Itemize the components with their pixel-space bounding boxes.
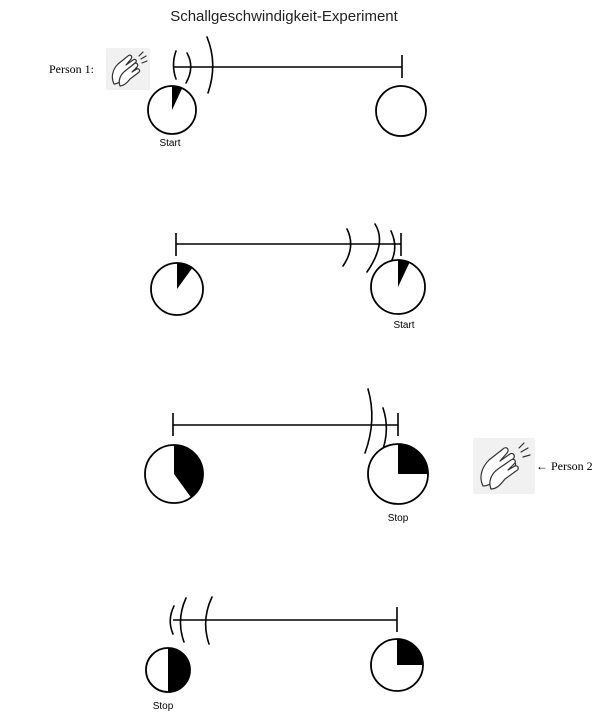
sound-wave <box>204 596 213 645</box>
stopwatch-right <box>367 443 429 505</box>
elapsed-sector <box>172 85 183 110</box>
stopwatch-right <box>370 259 426 315</box>
elapsed-sector <box>398 444 428 474</box>
sound-wave <box>364 388 373 454</box>
panel-1: Start <box>147 36 427 149</box>
sound-wave <box>366 223 381 273</box>
sound-wave <box>172 50 177 80</box>
person-1-label: Person 1: <box>49 62 94 76</box>
stopwatch-left <box>145 647 191 693</box>
panel-3: Stop <box>144 388 429 524</box>
clock-label: Start <box>393 320 414 331</box>
clock-label: Stop <box>153 701 174 712</box>
elapsed-sector <box>174 444 204 498</box>
stopwatch-left <box>144 444 204 504</box>
clapping-hands-icon <box>106 48 150 90</box>
sound-wave <box>169 605 175 635</box>
panel-2: Start <box>150 223 426 331</box>
clapping-hands-icon <box>473 438 535 494</box>
person-2-label: ← Person 2 <box>536 459 593 473</box>
clock-label: Stop <box>388 513 409 524</box>
stopwatch-right <box>370 638 424 692</box>
elapsed-sector <box>177 263 193 289</box>
elapsed-sector <box>168 648 190 692</box>
panel-4: Stop <box>145 596 424 712</box>
diagram-title: Schallgeschwindigkeit-Experiment <box>170 8 398 25</box>
sound-wave <box>206 36 214 94</box>
sound-wave <box>185 52 192 84</box>
elapsed-sector <box>398 260 410 287</box>
stopwatch-right <box>375 85 427 137</box>
stopwatch-left <box>147 85 197 135</box>
elapsed-sector <box>397 639 423 665</box>
sound-wave <box>342 228 352 267</box>
stopwatch-left <box>150 262 204 316</box>
clock-label: Start <box>159 138 180 149</box>
sound-wave <box>390 230 396 261</box>
sound-wave <box>179 597 187 643</box>
